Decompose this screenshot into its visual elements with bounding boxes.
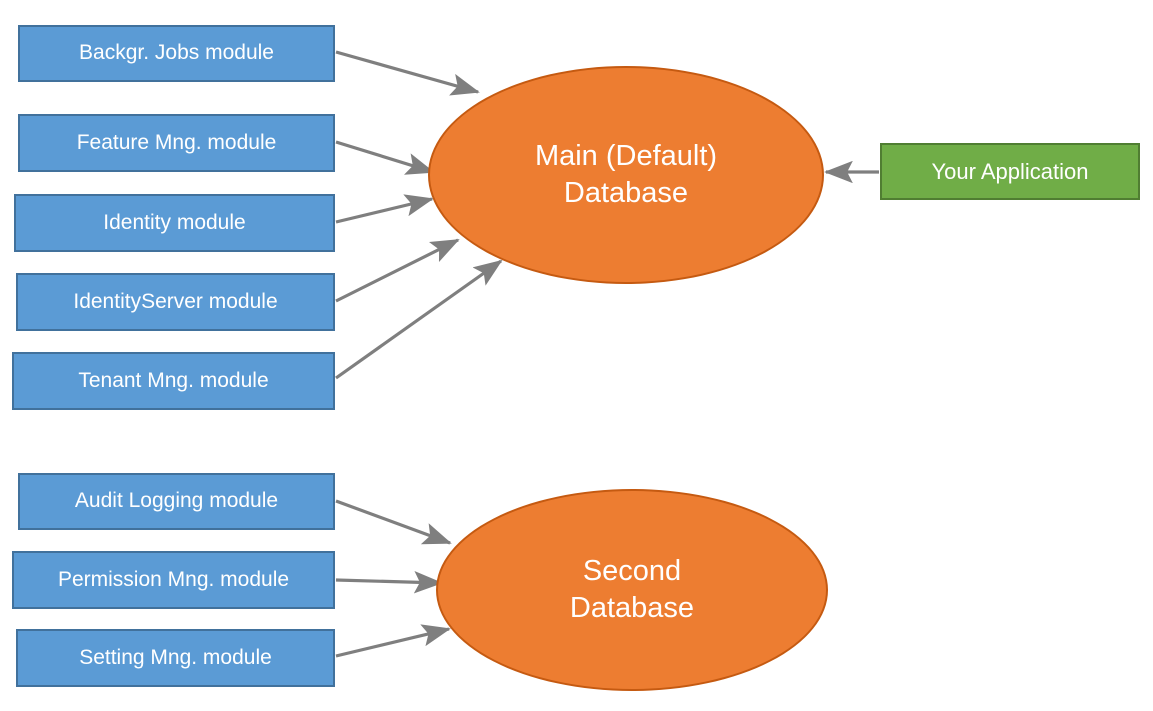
node-identity-server-label: IdentityServer module xyxy=(73,289,278,313)
database-main-database-label-line2: Database xyxy=(563,177,689,209)
node-feature-management-label: Feature Mng. module xyxy=(76,130,277,154)
database-main-database[interactable]: Main (Default) Database xyxy=(428,66,824,284)
connector-setting-management-to-second-database xyxy=(335,624,451,658)
node-your-application-label: Your Application xyxy=(931,158,1089,184)
node-identity[interactable]: Identity module xyxy=(14,194,335,252)
node-audit-logging[interactable]: Audit Logging module xyxy=(18,473,335,530)
connector-background-jobs-to-main-database xyxy=(335,50,480,96)
connector-permission-management-to-second-database xyxy=(335,571,443,594)
connector-audit-logging-to-second-database xyxy=(335,499,452,545)
node-identity-server[interactable]: IdentityServer module xyxy=(16,273,335,331)
connector-feature-management-to-main-database xyxy=(335,140,435,175)
database-second-database-label: Second Database xyxy=(570,553,694,628)
node-identity-label: Identity module xyxy=(103,210,246,234)
node-audit-logging-label: Audit Logging module xyxy=(74,489,279,513)
node-setting-management-label: Setting Mng. module xyxy=(79,645,272,669)
database-second-database[interactable]: Second Database xyxy=(436,489,828,691)
connector-identity-to-main-database xyxy=(335,194,434,224)
node-feature-management[interactable]: Feature Mng. module xyxy=(18,114,335,172)
node-setting-management[interactable]: Setting Mng. module xyxy=(16,629,335,687)
connector-identity-server-to-main-database xyxy=(335,238,460,303)
node-permission-management[interactable]: Permission Mng. module xyxy=(12,551,335,609)
connector-tenant-management-to-main-database xyxy=(335,259,503,380)
node-tenant-management[interactable]: Tenant Mng. module xyxy=(12,352,335,410)
database-second-database-label-line1: Second xyxy=(582,554,682,587)
database-main-database-label-line1: Main (Default) xyxy=(534,139,718,172)
node-tenant-management-label: Tenant Mng. module xyxy=(78,368,269,392)
node-background-jobs-label: Backgr. Jobs module xyxy=(79,41,274,65)
database-second-database-label-line2: Database xyxy=(569,592,695,624)
node-permission-management-label: Permission Mng. module xyxy=(57,567,290,591)
node-background-jobs[interactable]: Backgr. Jobs module xyxy=(18,25,335,82)
node-your-application[interactable]: Your Application xyxy=(880,143,1140,200)
database-main-database-label: Main (Default) Database xyxy=(535,138,717,213)
